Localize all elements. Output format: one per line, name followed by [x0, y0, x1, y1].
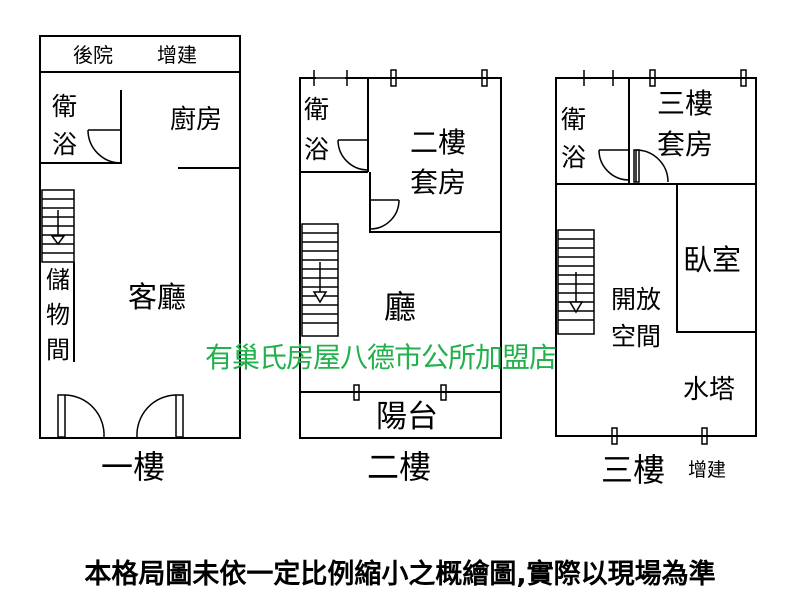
floor-1-storage-label-1: 儲 [46, 266, 70, 294]
floor-2-bath-door [337, 139, 369, 171]
floor-2-staircase [301, 223, 339, 337]
floor-1-living-label: 客廳 [128, 280, 186, 314]
floor-1-staircase [41, 189, 75, 263]
floor-3-windows [583, 69, 747, 87]
floor-2-outline [299, 77, 502, 439]
floor-3-open-space-label-2: 空間 [611, 322, 661, 351]
floor-3-suite-door [635, 149, 669, 183]
floor-3-suite-label-1: 三樓 [657, 87, 713, 120]
floor-3-suite-door-leaf [633, 149, 640, 183]
floor-3-water-tower-label: 水塔 [683, 375, 735, 405]
disclaimer-text: 本格局圖未依一定比例縮小之概繪圖,實際以現場為準 [84, 559, 716, 590]
floor-1-entry-doors [57, 394, 184, 438]
floor-3-bedroom-label: 臥室 [683, 243, 741, 277]
floor-1-caption: 一樓 [101, 448, 165, 486]
floor-1-bath-door [87, 129, 122, 164]
floor-2-hall-label: 廳 [384, 288, 416, 326]
watermark-text: 有巢氏房屋八德市公所加盟店 [205, 341, 557, 374]
floor-1-storage-label-3: 間 [46, 336, 70, 364]
floor-2-balcony-window [353, 384, 447, 401]
floor-3-open-space-label-1: 開放 [611, 285, 661, 314]
floor-1-extension-label: 增建 [157, 43, 197, 67]
floor-1-outline [39, 35, 241, 439]
floor-3-bottom-window [611, 427, 708, 445]
floor-3-bath-label-2: 浴 [561, 143, 586, 172]
floor-3-caption-note: 增建 [688, 459, 726, 481]
floor-1-backyard-label: 後院 [73, 43, 113, 67]
floor-1-storage-label-2: 物 [46, 301, 70, 329]
floor-3-bath-door [598, 149, 630, 181]
floor-2-windows [313, 69, 488, 87]
floor-2-suite-door [369, 199, 400, 230]
floor-1-plan [39, 35, 241, 439]
floor-3-bath-label-1: 衛 [561, 105, 586, 134]
floor-1-bath-label-1: 衛 [52, 92, 77, 121]
floor-3-bedroom-wall [676, 184, 756, 333]
floor-2-plan [299, 69, 502, 439]
floor-3-caption: 三樓 [601, 451, 665, 489]
floor-2-bath-label-1: 衛 [304, 95, 329, 124]
floor-3-plan [555, 69, 757, 445]
floor-3-staircase [557, 229, 595, 335]
floor-3-suite-label-2: 套房 [657, 128, 713, 161]
floor-2-suite-label-2: 套房 [410, 166, 466, 199]
floor-2-suite-wall [369, 172, 501, 233]
floor-2-caption: 二樓 [367, 448, 431, 486]
floor-2-suite-label-1: 二樓 [410, 126, 466, 159]
floor-1-kitchen-label: 廚房 [170, 105, 222, 135]
floor-1-bath-label-2: 浴 [52, 130, 77, 159]
floor-2-balcony-label: 陽台 [376, 399, 438, 435]
floor-3-outline [555, 77, 757, 437]
floor-2-bath-label-2: 浴 [304, 135, 329, 164]
